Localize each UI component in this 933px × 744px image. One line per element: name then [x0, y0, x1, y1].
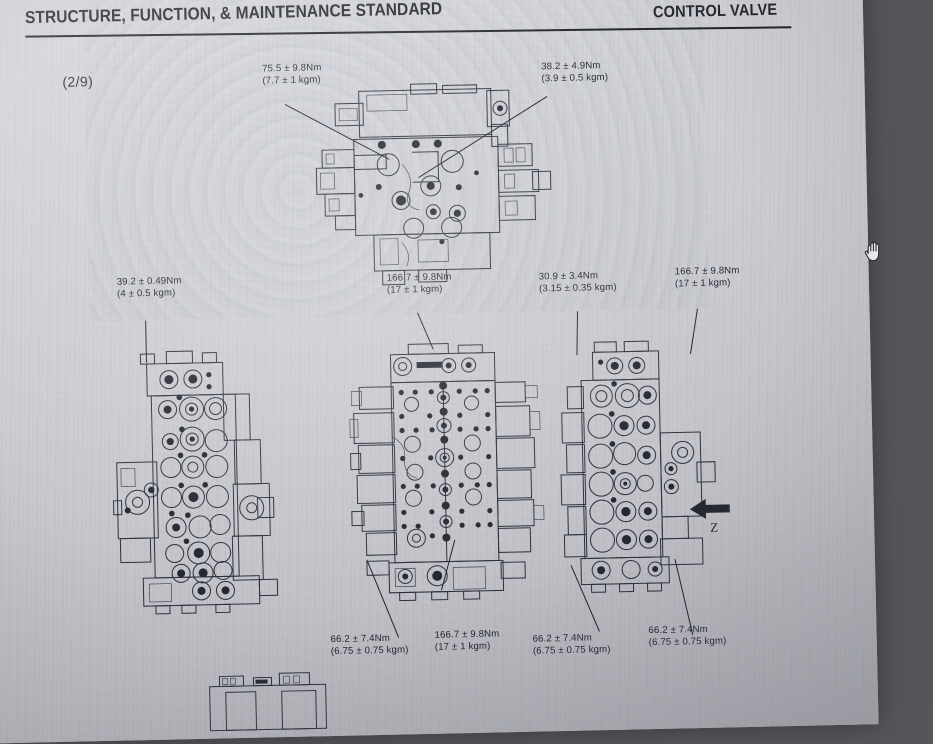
- figure-valve-view-left: [110, 347, 286, 616]
- callout-mid-right-line2: (3.15 ± 0.35 kgm): [538, 281, 617, 295]
- callout-bot-2-line2: (17 ± 1 kgm): [434, 640, 491, 654]
- callout-bot-1-line1: 66.2 ± 7.4Nm: [330, 632, 391, 646]
- callout-bot-3-line1: 66.2 ± 7.4Nm: [532, 632, 593, 645]
- callout-top-left: 75.5 ± 9.8Nm (7.7 ± 1 kgm): [262, 62, 322, 88]
- callout-top-left-line2: (7.7 ± 1 kgm): [262, 74, 321, 87]
- callout-bot-4-line2: (6.75 ± 0.75 kgm): [648, 635, 727, 649]
- figure-valve-view-center: [348, 337, 554, 609]
- callout-mid-far-right: 166.7 ± 9.8Nm (17 ± 1 kgm): [675, 265, 740, 291]
- callout-bot-4: 66.2 ± 7.4Nm (6.75 ± 0.75 kgm): [648, 623, 726, 649]
- header-underline: [25, 26, 792, 38]
- callout-mid-far-right-line1: 166.7 ± 9.8Nm: [674, 265, 740, 278]
- callout-bot-3: 66.2 ± 7.4Nm (6.75 ± 0.75 kgm): [533, 632, 611, 658]
- figure-valve-view-bottom-partial: [185, 669, 376, 733]
- page-number: (2/9): [62, 73, 94, 90]
- callout-top-right: 38.2 ± 4.9Nm (3.9 ± 0.5 kgm): [541, 60, 608, 86]
- figure-assembly-top: [314, 79, 569, 294]
- callout-top-right-line2: (3.9 ± 0.5 kgm): [541, 72, 609, 85]
- callout-bot-1: 66.2 ± 7.4Nm (6.75 ± 0.75 kgm): [330, 632, 408, 658]
- callout-bot-2: 166.7 ± 9.8Nm (17 ± 1 kgm): [434, 628, 499, 654]
- view-direction-arrow-icon: [689, 497, 730, 520]
- callout-bot-1-line2: (6.75 ± 0.75 kgm): [330, 644, 409, 658]
- callout-bot-2-line1: 166.7 ± 9.8Nm: [434, 628, 500, 641]
- callout-bot-4-line1: 66.2 ± 7.4Nm: [648, 623, 708, 637]
- header-title-right: CONTROL VALVE: [652, 1, 778, 22]
- page-header: STRUCTURE, FUNCTION, & MAINTENANCE STAND…: [0, 0, 863, 44]
- open-hand-cursor: [864, 240, 884, 262]
- leader-line-mid-left: [145, 320, 148, 363]
- callout-mid-left: 39.2 ± 0.49Nm (4 ± 0.5 kgm): [117, 275, 182, 301]
- manual-page[interactable]: STRUCTURE, FUNCTION, & MAINTENANCE STAND…: [0, 0, 879, 744]
- view-marker-label: Z: [710, 519, 719, 535]
- callout-mid-center-line1: 166.7 ± 9.8Nm: [386, 271, 452, 284]
- callout-mid-far-right-line2: (17 ± 1 kgm): [674, 277, 731, 290]
- header-title-left: STRUCTURE, FUNCTION, & MAINTENANCE STAND…: [24, 0, 443, 28]
- callout-top-right-line1: 38.2 ± 4.9Nm: [541, 60, 601, 73]
- callout-mid-right-line1: 30.9 ± 3.4Nm: [538, 270, 599, 283]
- callout-mid-left-line1: 39.2 ± 0.49Nm: [116, 275, 182, 288]
- callout-mid-center-line2: (17 ± 1 kgm): [386, 283, 443, 297]
- callout-mid-right: 30.9 ± 3.4Nm (3.15 ± 0.35 kgm): [539, 270, 617, 296]
- figure-valve-view-right: [558, 336, 724, 601]
- callout-mid-center: 166.7 ± 9.8Nm (17 ± 1 kgm): [387, 271, 452, 297]
- callout-top-left-line1: 75.5 ± 9.8Nm: [262, 62, 322, 75]
- callout-bot-3-line2: (6.75 ± 0.75 kgm): [532, 644, 611, 657]
- callout-mid-left-line2: (4 ± 0.5 kgm): [116, 287, 176, 300]
